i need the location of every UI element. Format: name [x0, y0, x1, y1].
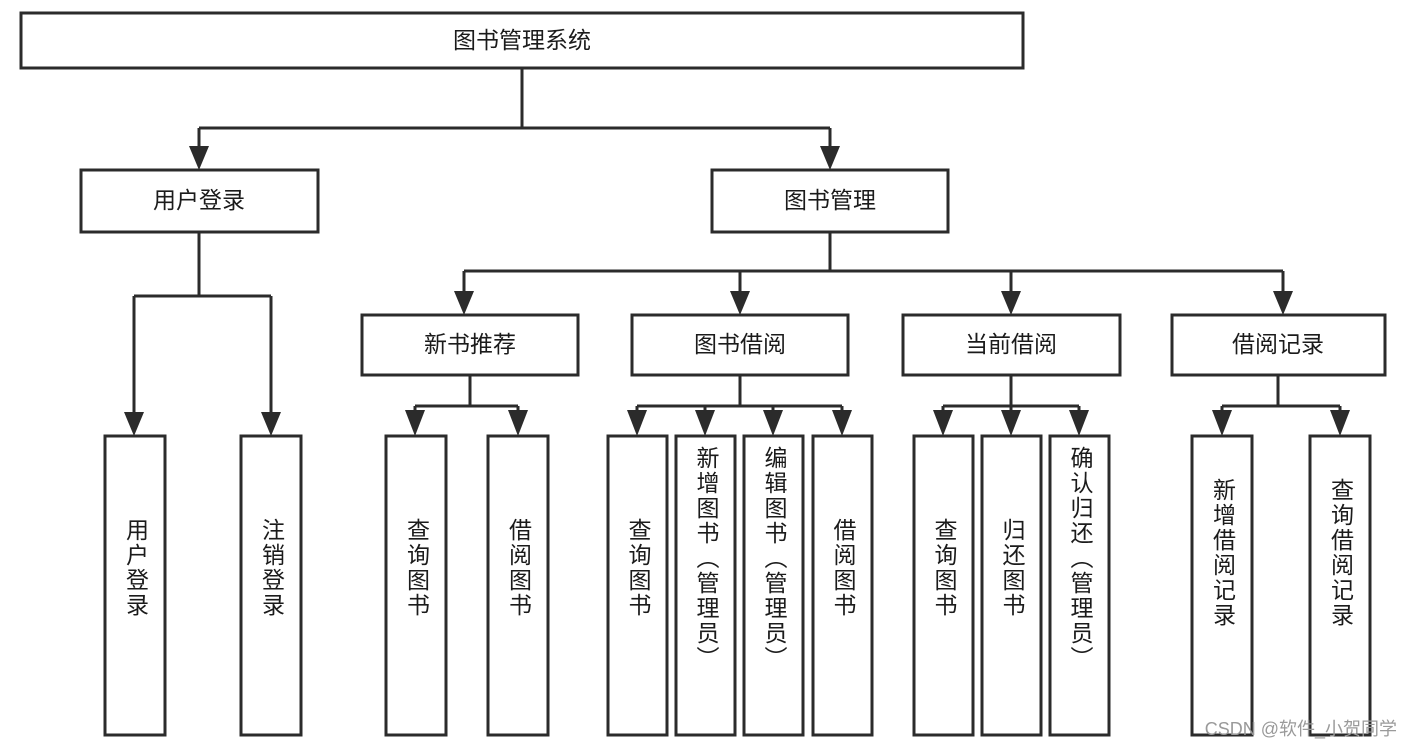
- node-rec-query-book-box[interactable]: [384, 434, 448, 737]
- node-brw-edit-book-box[interactable]: [742, 434, 805, 737]
- edge-group-current-borrow: [933, 375, 1089, 436]
- node-root-label: 图书管理系统: [453, 27, 591, 53]
- arrowhead-rec-borrow-book: [508, 410, 528, 436]
- node-current-borrow[interactable]: 当前借阅: [901, 313, 1122, 377]
- node-root-box[interactable]: [19, 11, 1025, 70]
- arrowhead-user-login: [189, 146, 209, 170]
- arrowhead-rec-query-book: [405, 410, 425, 436]
- node-user-login-label: 用户登录: [153, 187, 245, 213]
- node-rec-query-record-box[interactable]: [1308, 434, 1372, 737]
- node-new-book-rec-label: 新书推荐: [424, 331, 516, 357]
- node-current-borrow-box[interactable]: [901, 313, 1122, 377]
- node-rec-add-record-box[interactable]: [1190, 434, 1254, 737]
- leaf-boxes: [103, 434, 1372, 737]
- arrowhead-cur-return-book: [1001, 410, 1021, 436]
- node-new-book-rec-box[interactable]: [360, 313, 580, 377]
- arrowhead-brw-borrow-book: [832, 410, 852, 436]
- node-cur-confirm-return-box[interactable]: [1048, 434, 1111, 737]
- edge-group-user-login: [124, 232, 281, 436]
- arrowhead-brw-edit-book: [763, 410, 783, 436]
- edge-group-new-book-rec: [405, 375, 528, 436]
- node-root[interactable]: 图书管理系统: [19, 11, 1025, 70]
- node-borrow-record-box[interactable]: [1170, 313, 1387, 377]
- node-brw-query-book-box[interactable]: [606, 434, 669, 737]
- node-user-login-leaf-box[interactable]: [103, 434, 167, 737]
- node-borrow-record[interactable]: 借阅记录: [1170, 313, 1387, 377]
- edge-group-book-borrow: [627, 375, 852, 436]
- arrowhead-borrow-record: [1273, 291, 1293, 315]
- arrowhead-brw-query-book: [627, 410, 647, 436]
- arrowhead-rec-add-record: [1212, 410, 1232, 436]
- arrowhead-logout-leaf: [261, 412, 281, 436]
- arrowhead-book-borrow: [730, 291, 750, 315]
- arrowhead-cur-confirm-return: [1069, 410, 1089, 436]
- node-user-login[interactable]: 用户登录: [79, 168, 320, 234]
- node-brw-borrow-book-box[interactable]: [811, 434, 874, 737]
- node-brw-add-book-box[interactable]: [674, 434, 737, 737]
- arrowhead-user-login-leaf: [124, 412, 144, 436]
- node-cur-return-book-box[interactable]: [980, 434, 1043, 737]
- node-book-borrow-label: 图书借阅: [694, 331, 786, 357]
- node-book-borrow[interactable]: 图书借阅: [630, 313, 850, 377]
- arrowhead-brw-add-book: [695, 410, 715, 436]
- node-book-manage[interactable]: 图书管理: [710, 168, 950, 234]
- arrowhead-new-book-rec: [454, 291, 474, 315]
- node-logout-leaf-box[interactable]: [239, 434, 303, 737]
- arrowhead-cur-query-book: [933, 410, 953, 436]
- edge-group-borrow-record: [1212, 375, 1350, 436]
- edge-group-book-manage: [454, 232, 1293, 315]
- node-rec-borrow-book-box[interactable]: [486, 434, 550, 737]
- node-cur-query-book-box[interactable]: [912, 434, 975, 737]
- node-book-manage-label: 图书管理: [784, 187, 876, 213]
- arrowhead-current-borrow: [1001, 291, 1021, 315]
- node-new-book-rec[interactable]: 新书推荐: [360, 313, 580, 377]
- edge-group-root: [189, 69, 840, 170]
- node-current-borrow-label: 当前借阅: [965, 331, 1057, 357]
- node-user-login-box[interactable]: [79, 168, 320, 234]
- node-book-manage-box[interactable]: [710, 168, 950, 234]
- csdn-watermark: CSDN @软件_小贺同学: [1204, 719, 1397, 739]
- node-book-borrow-box[interactable]: [630, 313, 850, 377]
- node-borrow-record-label: 借阅记录: [1232, 331, 1324, 357]
- arrowhead-rec-query-record: [1330, 410, 1350, 436]
- arrowhead-book-manage: [820, 146, 840, 170]
